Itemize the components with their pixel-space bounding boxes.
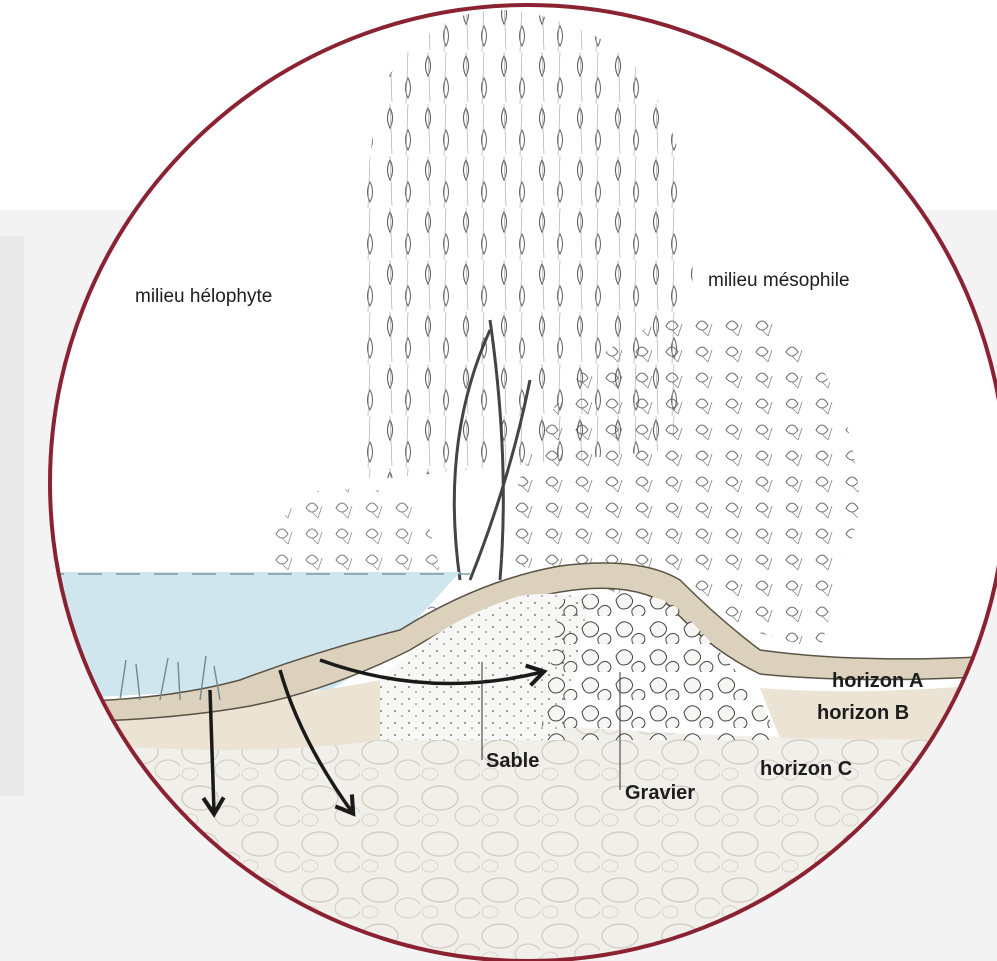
label-milieu-helophyte: milieu hélophyte — [135, 286, 272, 308]
label-gravier: Gravier — [625, 782, 695, 805]
background-panel-edge — [0, 236, 24, 796]
label-horizon-a: horizon A — [832, 670, 923, 693]
label-horizon-c: horizon C — [760, 758, 852, 781]
label-milieu-mesophile: milieu mésophile — [708, 270, 850, 292]
label-sable: Sable — [486, 750, 539, 773]
label-horizon-b: horizon B — [817, 702, 909, 725]
